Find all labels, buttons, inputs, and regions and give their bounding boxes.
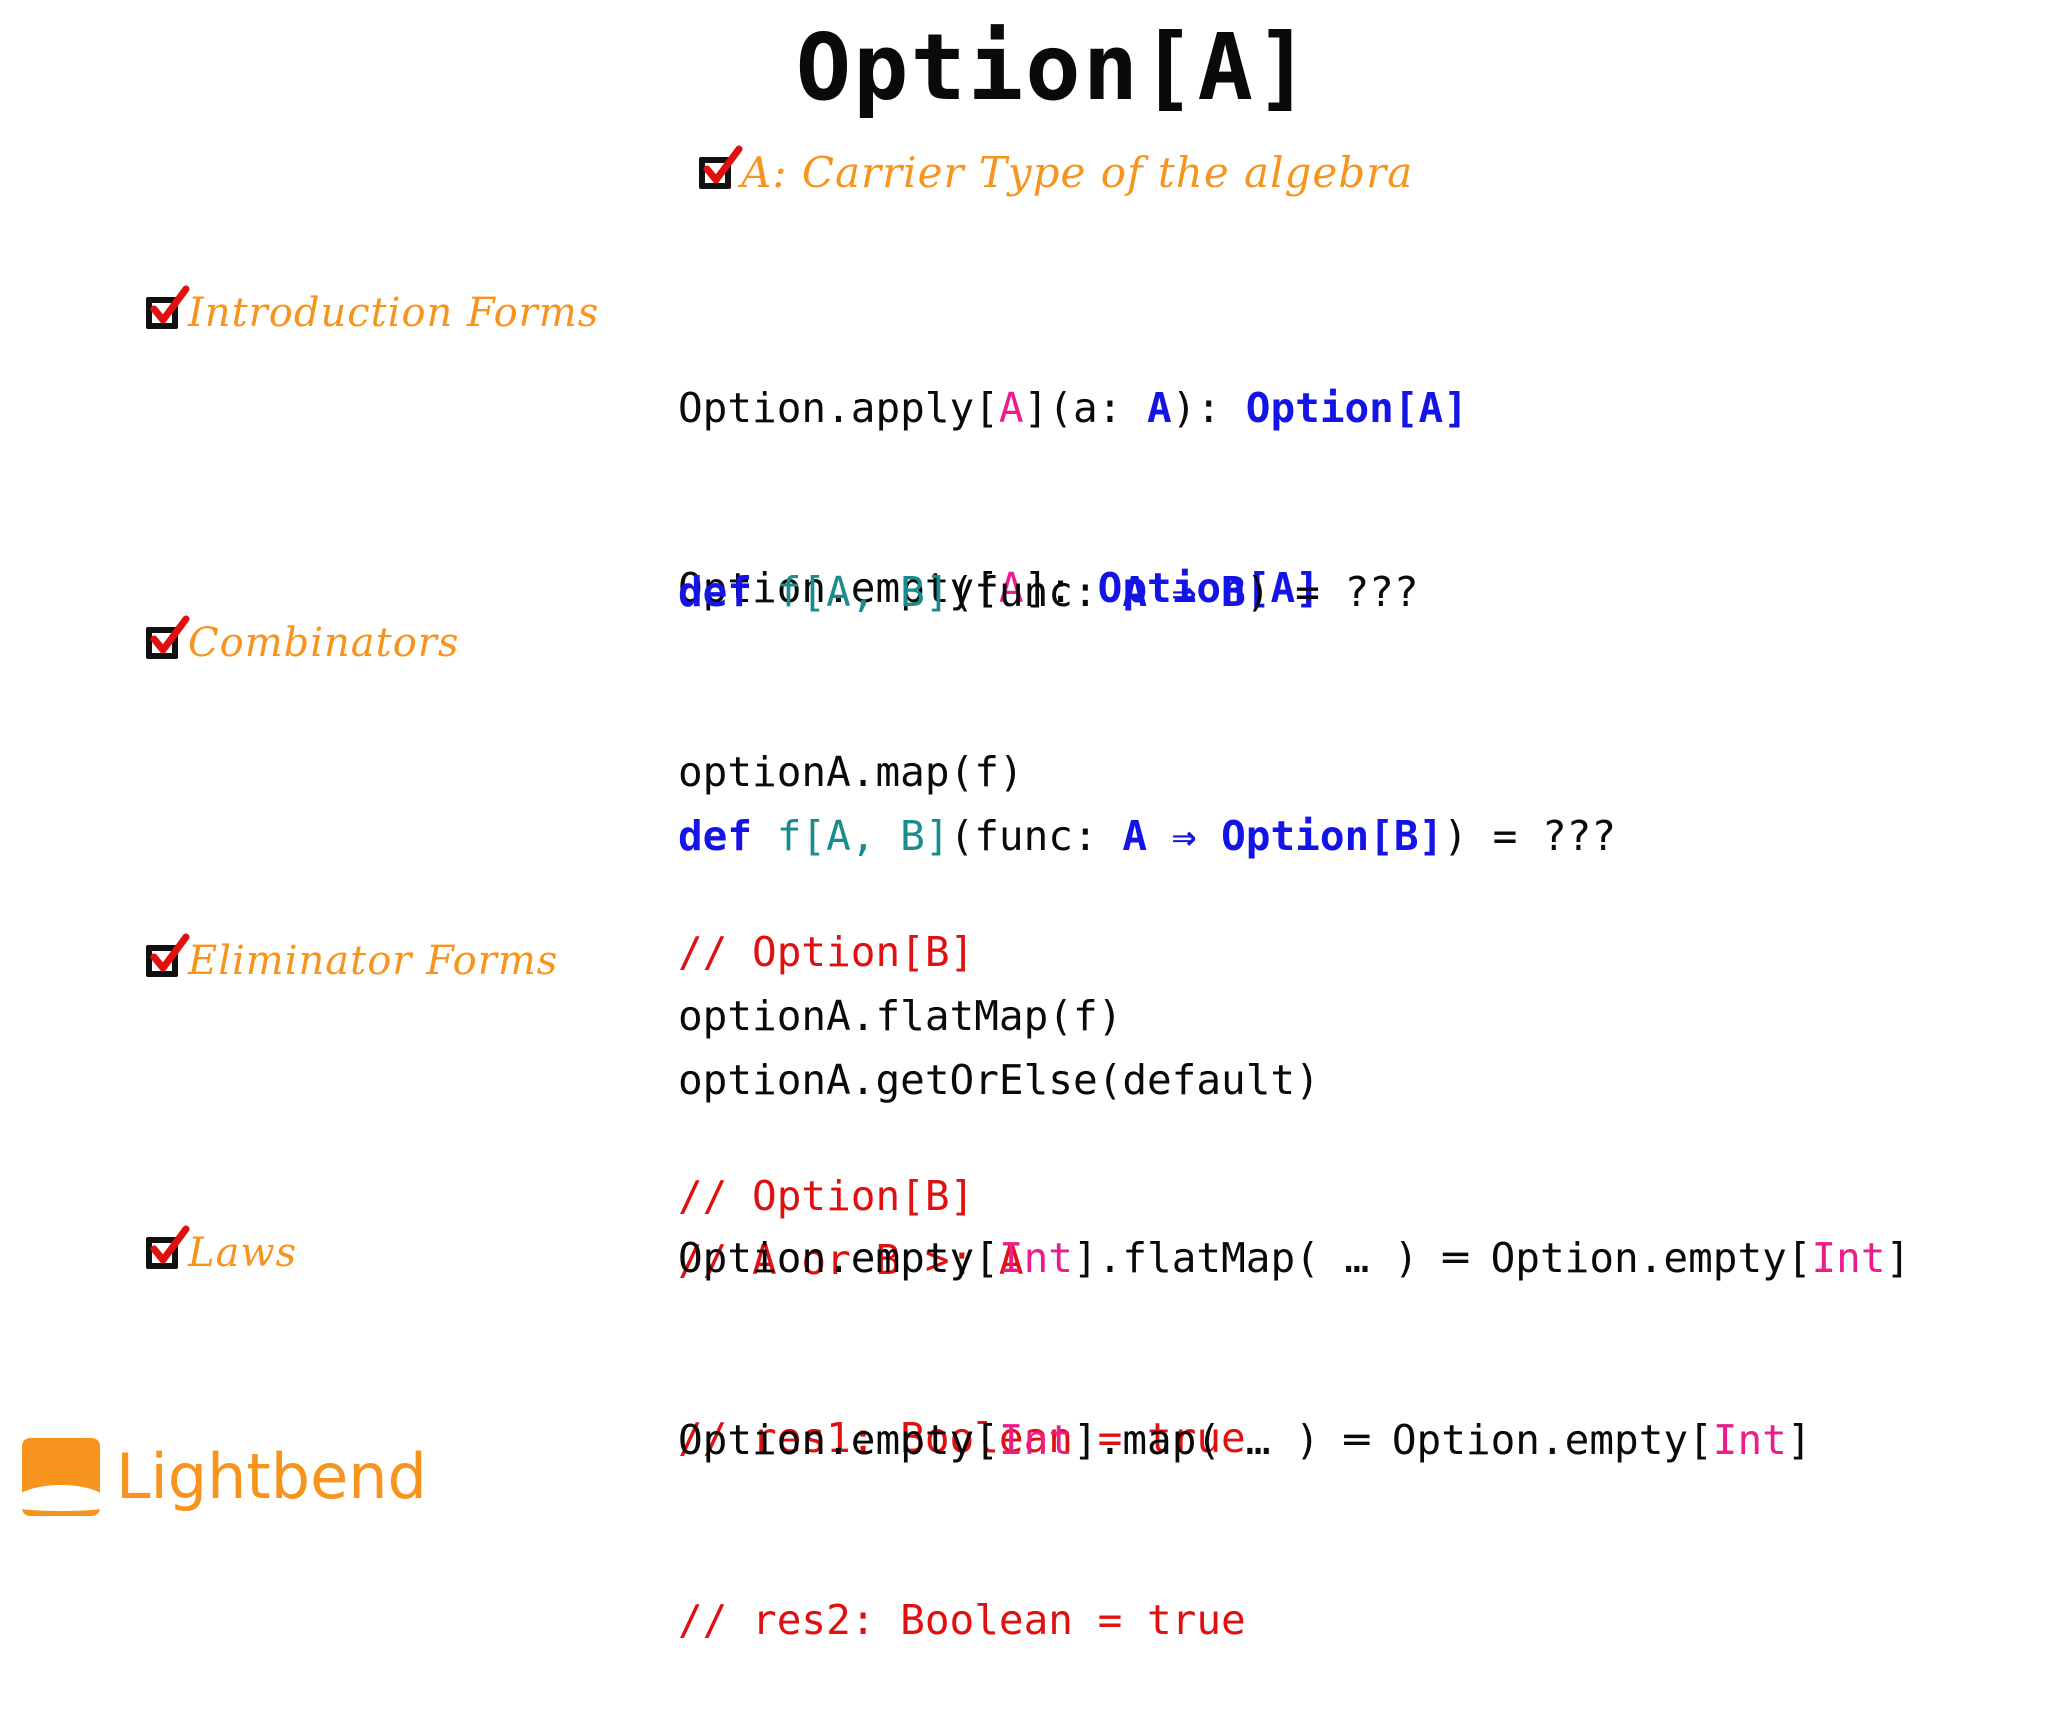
code-type: A ⇒ B bbox=[1122, 568, 1246, 616]
code-type-param: A bbox=[998, 384, 1024, 432]
checkbox-checked-icon[interactable] bbox=[695, 145, 743, 195]
code-span: (func: bbox=[949, 568, 1123, 616]
sidebar-item-eliminator-forms[interactable]: Eliminator Forms bbox=[142, 933, 559, 984]
code-type-params: f[A, B] bbox=[776, 812, 950, 860]
sidebar-item-introduction-forms[interactable]: Introduction Forms bbox=[142, 285, 600, 336]
carrier-type-note: A: Carrier Type of the algebra bbox=[695, 145, 1414, 197]
code-span: ) = ??? bbox=[1245, 568, 1419, 616]
checkbox-checked-icon[interactable] bbox=[142, 1225, 190, 1275]
code-span: ].flatMap( … ) bbox=[1072, 1234, 1444, 1282]
sidebar-item-label: Laws bbox=[188, 1230, 298, 1276]
code-keyword: def bbox=[678, 812, 753, 860]
code-span bbox=[752, 568, 777, 616]
code-type-params: f[A, B] bbox=[776, 568, 950, 616]
code-span: Option.empty[ bbox=[678, 1234, 999, 1282]
code-span: Option.empty[ bbox=[678, 1416, 999, 1464]
code-span: ] bbox=[1786, 1416, 1812, 1464]
code-block-law-2: Option.empty[Int].map( … ) ═ Option.empt… bbox=[678, 1290, 1812, 1710]
check-mark-icon bbox=[150, 615, 190, 654]
code-type: Option[A] bbox=[1097, 564, 1320, 612]
checkbox-checked-icon[interactable] bbox=[142, 285, 190, 335]
carrier-type-label: A: Carrier Type of the algebra bbox=[741, 148, 1414, 197]
sidebar-item-combinators[interactable]: Combinators bbox=[142, 615, 460, 666]
code-type-param: A bbox=[998, 564, 1024, 612]
code-comment: // Option[B] bbox=[678, 928, 975, 976]
code-span: ): bbox=[1171, 384, 1246, 432]
sidebar-item-label: Combinators bbox=[188, 620, 460, 666]
lightbend-logo-icon bbox=[22, 1438, 100, 1516]
code-span: Option.apply[ bbox=[678, 384, 999, 432]
check-mark-icon bbox=[703, 145, 743, 183]
code-span: Option.empty[ bbox=[678, 564, 999, 612]
code-comment: // A or B >: A bbox=[678, 1236, 1024, 1284]
code-span: ) = ??? bbox=[1443, 812, 1617, 860]
code-span: ](a: bbox=[1023, 384, 1148, 432]
code-span: ] bbox=[1885, 1234, 1911, 1282]
code-span: Option.empty[ bbox=[1465, 1234, 1812, 1282]
sidebar-item-laws[interactable]: Laws bbox=[142, 1225, 298, 1276]
code-type-param: Int bbox=[998, 1416, 1073, 1464]
check-mark-icon bbox=[150, 933, 190, 972]
code-type-param: Int bbox=[1811, 1234, 1886, 1282]
code-span: (func: bbox=[949, 812, 1123, 860]
code-line: Option.apply[A](a: A): Option[A] bbox=[678, 378, 1468, 438]
sidebar-item-label: Introduction Forms bbox=[188, 290, 600, 336]
code-block-map: def f[A, B](func: A ⇒ B) = ??? optionA.m… bbox=[678, 442, 1419, 1042]
code-line: optionA.getOrElse(default) bbox=[678, 1056, 1320, 1104]
code-span: ].map( … ) bbox=[1072, 1416, 1345, 1464]
code-span: ]: bbox=[1023, 564, 1098, 612]
code-type: Option[A] bbox=[1245, 384, 1468, 432]
code-line: def f[A, B](func: A ⇒ B) = ??? bbox=[678, 562, 1419, 622]
code-equals: ═ bbox=[1443, 1234, 1468, 1282]
code-comment: // res1: Boolean = true bbox=[678, 1414, 1246, 1462]
code-line: optionA.map(f) bbox=[678, 748, 1024, 796]
code-type-param: Int bbox=[998, 1234, 1073, 1282]
code-line: Option.empty[A]: Option[A] bbox=[678, 558, 1468, 618]
sidebar-item-label: Eliminator Forms bbox=[188, 938, 559, 984]
code-comment: // res2: Boolean = true bbox=[678, 1596, 1246, 1644]
code-line: Option.empty[Int].flatMap( … ) ═ Option.… bbox=[678, 1228, 1910, 1288]
code-line: Option.empty[Int].map( … ) ═ Option.empt… bbox=[678, 1410, 1812, 1470]
code-block-law-1: Option.empty[Int].flatMap( … ) ═ Option.… bbox=[678, 1108, 1910, 1528]
code-block-introduction-forms: Option.apply[A](a: A): Option[A] Option.… bbox=[678, 258, 1468, 678]
checkbox-checked-icon[interactable] bbox=[142, 615, 190, 665]
checkbox-checked-icon[interactable] bbox=[142, 933, 190, 983]
code-line: def f[A, B](func: A ⇒ Option[B]) = ??? bbox=[678, 806, 1616, 866]
lightbend-logo: Lightbend bbox=[22, 1438, 427, 1516]
code-type: A ⇒ Option[B] bbox=[1122, 812, 1444, 860]
code-type-param: Int bbox=[1712, 1416, 1787, 1464]
code-type: A bbox=[1147, 384, 1172, 432]
brand-name: Lightbend bbox=[116, 1440, 427, 1513]
code-keyword: def bbox=[678, 568, 753, 616]
code-equals: ═ bbox=[1344, 1416, 1370, 1464]
check-mark-icon bbox=[150, 285, 190, 324]
code-line: optionA.flatMap(f) bbox=[678, 992, 1123, 1040]
page-title: Option[A] bbox=[795, 14, 1313, 121]
code-block-eliminator: optionA.getOrElse(default) // A or B >: … bbox=[678, 930, 1320, 1350]
code-span: Option.empty[ bbox=[1367, 1416, 1713, 1464]
code-span bbox=[752, 812, 777, 860]
check-mark-icon bbox=[150, 1225, 190, 1264]
code-block-flatmap: def f[A, B](func: A ⇒ Option[B]) = ??? o… bbox=[678, 686, 1616, 1286]
code-comment: // Option[B] bbox=[678, 1172, 975, 1220]
